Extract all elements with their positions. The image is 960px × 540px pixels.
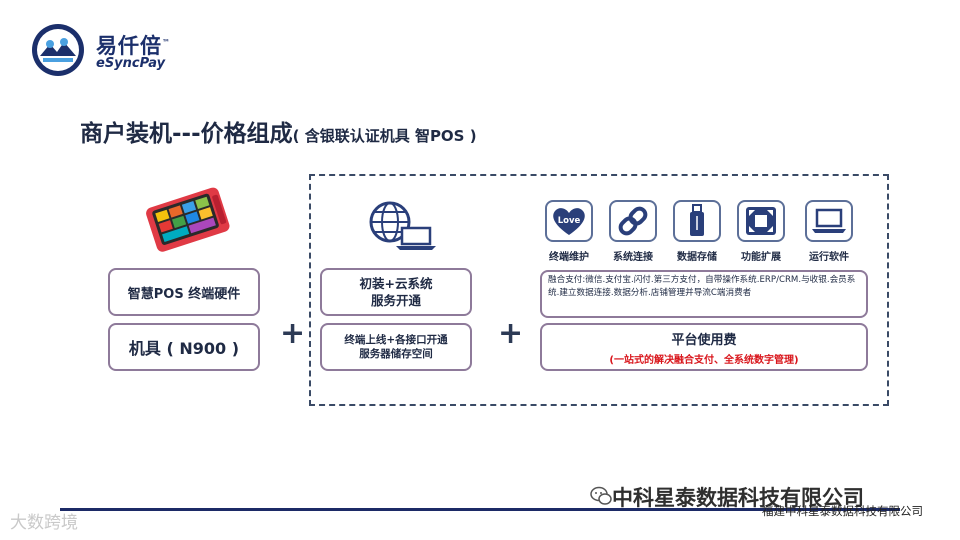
services-dashed-frame xyxy=(309,174,889,406)
feature-label-software: 运行软件 xyxy=(809,252,849,263)
love-heart-icon: Love xyxy=(545,200,593,242)
feature-label-extension: 功能扩展 xyxy=(741,252,781,263)
feature-label-storage: 数据存储 xyxy=(677,252,717,263)
esyncpay-logo-icon xyxy=(32,24,84,76)
chain-link-icon xyxy=(609,200,657,242)
logo-english-name: eSyncPay xyxy=(96,56,166,71)
watermark-text: 大数跨境 xyxy=(10,513,78,533)
footer-divider xyxy=(60,508,900,511)
globe-laptop-icon xyxy=(369,201,436,250)
plus-sign-2: + xyxy=(498,316,524,351)
wechat-icon xyxy=(590,486,612,505)
hardware-label-box: 智慧POS 终端硬件 xyxy=(108,268,260,316)
feature-label-maintenance: 终端维护 xyxy=(549,252,589,263)
svg-text:Love: Love xyxy=(558,216,581,226)
usb-drive-icon xyxy=(673,200,721,242)
logo-chinese-name: 易仟倍™ xyxy=(96,34,171,58)
page-subtitle: ( 含银联认证机具 智POS ) xyxy=(292,127,477,145)
feature-label-connection: 系统连接 xyxy=(613,252,653,263)
expand-icon xyxy=(737,200,785,242)
page-title: 商户装机---价格组成( 含银联认证机具 智POS ) xyxy=(80,121,477,147)
setup-cloud-box: 初装+云系统 服务开通 xyxy=(320,268,472,316)
platform-fee-note: (一站式的解决融合支付、全系统数字管理) xyxy=(609,354,799,366)
services-description-box: 融合支付:微信.支付宝.闪付.第三方支付，自带操作系统.ERP/CRM.与收银.… xyxy=(540,270,868,318)
terminal-online-box: 终端上线+各接口开通 服务器储存空间 xyxy=(320,323,472,371)
platform-fee-box: 平台使用费 (一站式的解决融合支付、全系统数字管理) xyxy=(540,323,868,371)
laptop-icon xyxy=(805,200,853,242)
platform-fee-label: 平台使用费 xyxy=(671,332,737,348)
company-name-large: 中科星泰数据科技有限公司 xyxy=(612,486,864,510)
company-name-small: 福建中科星泰数据科技有限公司 xyxy=(762,504,923,518)
device-model-box: 机具 ( N900 ) xyxy=(108,323,260,371)
plus-sign-1: + xyxy=(280,316,306,351)
pos-terminal-image xyxy=(146,187,230,252)
